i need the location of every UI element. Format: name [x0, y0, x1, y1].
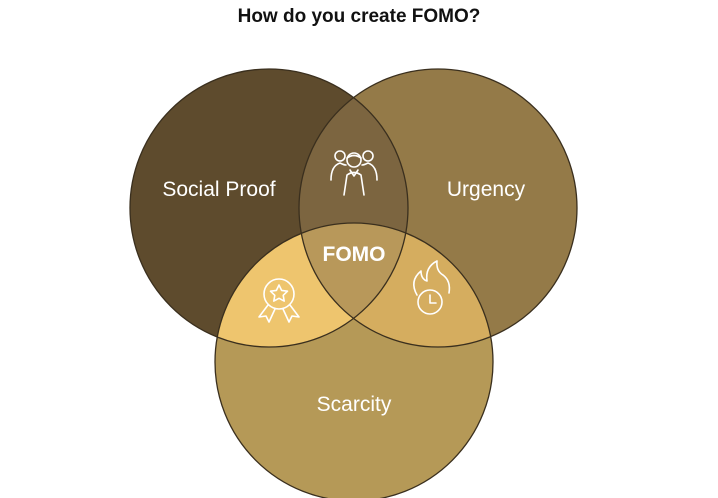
circle-outlines: [129, 68, 578, 498]
fire-clock-icon: [413, 260, 451, 315]
label-fomo: FOMO: [323, 243, 386, 266]
label-scarcity: Scarcity: [317, 393, 392, 416]
overlap-social-proof-scarcity: [215, 223, 408, 347]
label-social-proof: Social Proof: [162, 178, 275, 201]
diagram-title: How do you create FOMO?: [237, 6, 481, 27]
label-urgency: Urgency: [447, 178, 526, 201]
people-group-icon: [330, 150, 378, 196]
award-star-icon: [258, 278, 300, 323]
